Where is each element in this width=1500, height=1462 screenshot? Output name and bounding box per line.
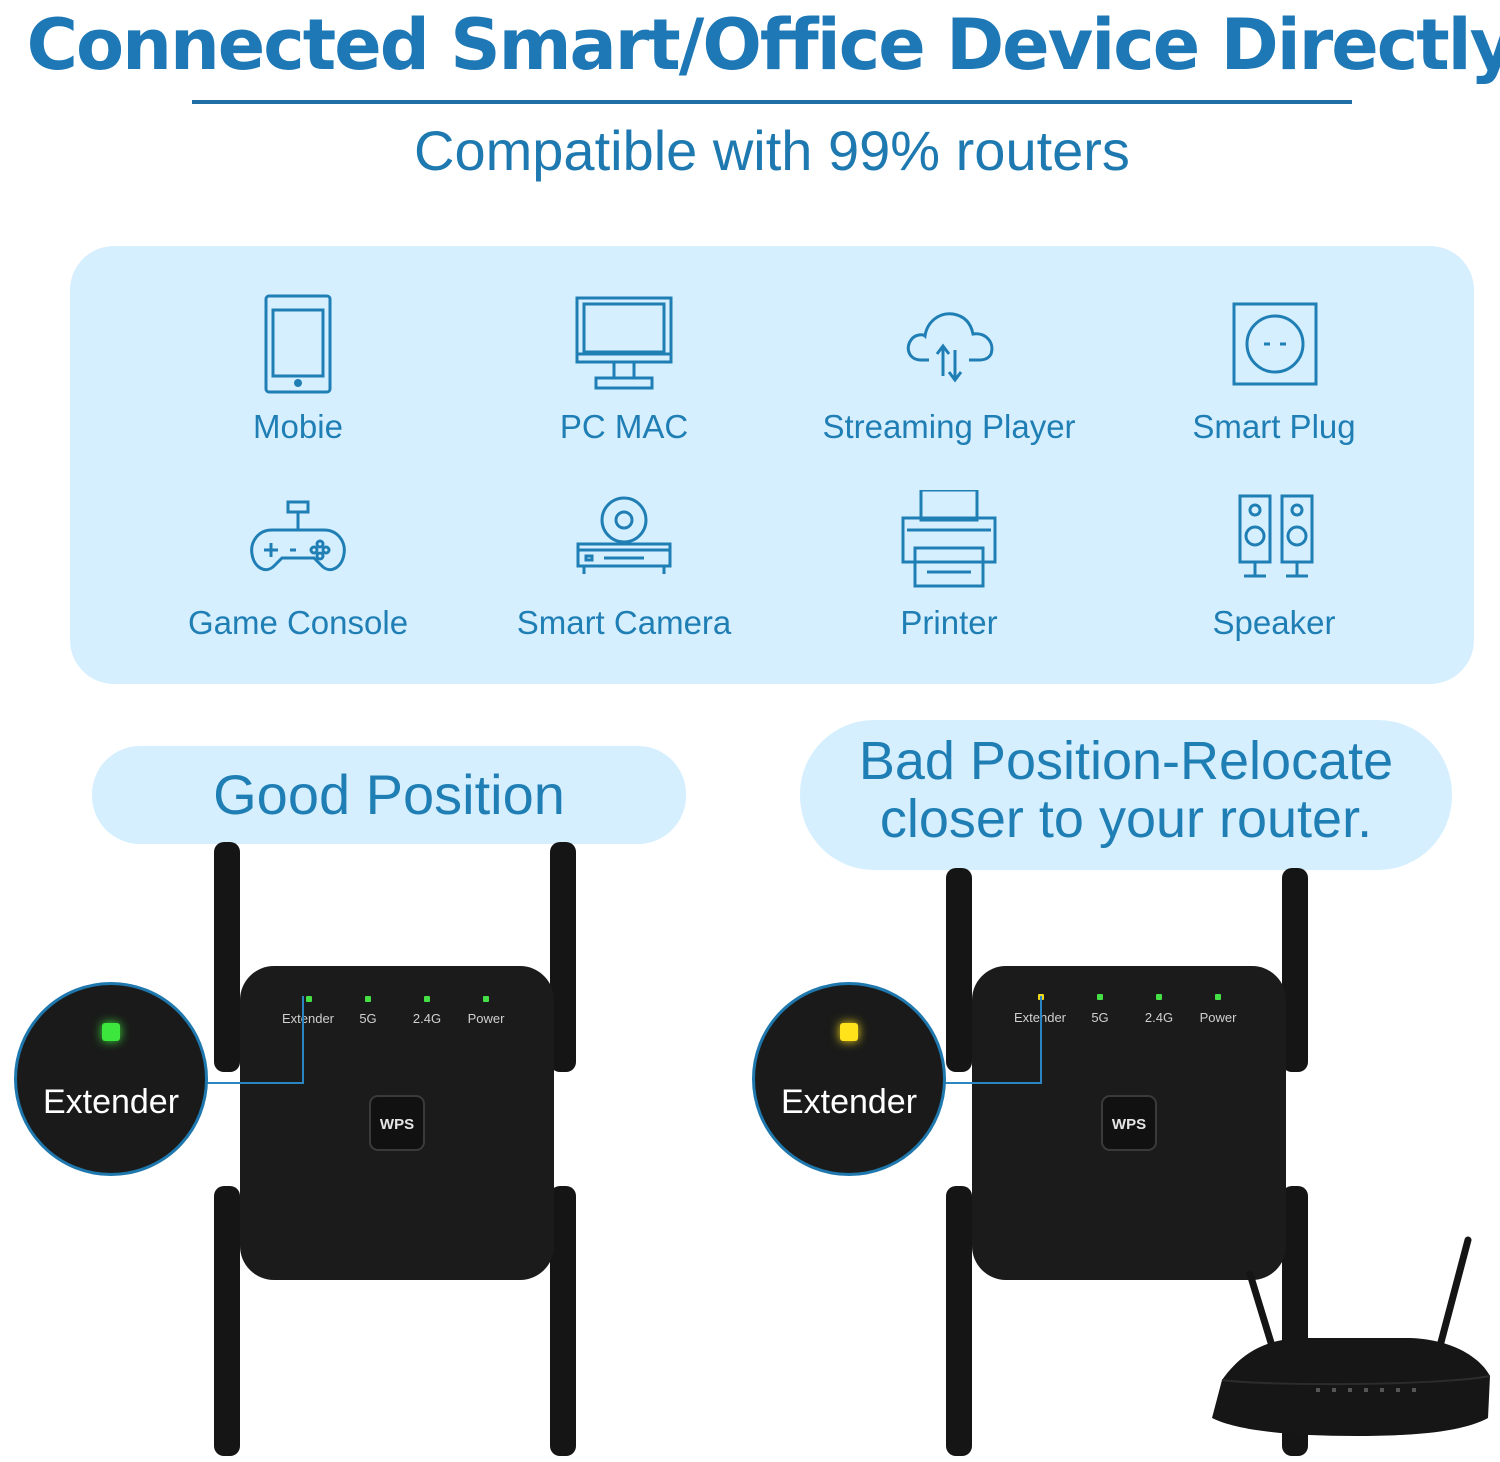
leader-line — [302, 996, 304, 1084]
leader-line — [206, 1082, 304, 1084]
indicator-label: 5G — [359, 1011, 376, 1026]
led-2-4g — [424, 996, 430, 1002]
gamepad-icon — [250, 500, 346, 571]
page-title: Connected Smart/Office Device Directly — [26, 4, 1500, 86]
led-power — [1215, 994, 1221, 1000]
device-label: Smart Plug — [1192, 408, 1356, 445]
bad-position-line2: closer to your router. — [879, 789, 1373, 849]
device-game-console: Game Console — [138, 490, 458, 642]
page-subtitle: Compatible with 99% routers — [414, 119, 1130, 182]
device-label: Printer — [900, 604, 998, 641]
wps-button[interactable] — [1101, 1095, 1157, 1151]
led-indicator — [102, 1023, 120, 1041]
camera-icon — [576, 496, 672, 574]
device-smart-plug: Smart Plug — [1114, 294, 1434, 446]
title-underline — [192, 100, 1352, 104]
router-image — [1212, 1236, 1491, 1436]
tablet-icon — [264, 294, 332, 394]
extender-led-badge-bad: Extender — [752, 982, 946, 1176]
indicator-label: 2.4G — [413, 1011, 441, 1026]
antenna — [946, 868, 972, 1072]
led-indicator — [840, 1023, 858, 1041]
led-power — [483, 996, 489, 1002]
badge-label: Extender — [42, 1083, 180, 1121]
led-5g — [1097, 994, 1103, 1000]
extender-led-badge-good: Extender — [14, 982, 208, 1176]
device-label: Smart Camera — [516, 604, 732, 641]
antenna — [550, 842, 576, 1072]
led-5g — [365, 996, 371, 1002]
device-label: Game Console — [187, 604, 409, 641]
antenna — [946, 1186, 972, 1456]
leader-line — [1040, 996, 1042, 1084]
indicator-label: Power — [468, 1011, 506, 1026]
speaker-icon — [1238, 494, 1314, 578]
socket-icon — [1232, 302, 1318, 386]
device-panel — [70, 246, 1474, 684]
indicator-label: Extender — [282, 1011, 335, 1026]
antenna — [550, 1186, 576, 1456]
extender-device-bad: Extender 5G 2.4G Power WPS — [946, 868, 1308, 1456]
antenna — [1282, 868, 1308, 1072]
wps-label: WPS — [1112, 1116, 1146, 1133]
indicator-label: Power — [1200, 1010, 1238, 1025]
antenna — [214, 1186, 240, 1456]
led-2-4g — [1156, 994, 1162, 1000]
led-extender — [306, 996, 312, 1002]
antenna — [214, 842, 240, 1072]
wps-button[interactable] — [369, 1095, 425, 1151]
indicator-label: 2.4G — [1145, 1010, 1173, 1025]
bad-position-label: Bad Position-Relocate closer to your rou… — [800, 720, 1452, 870]
cloud-icon — [906, 312, 994, 383]
device-streaming: Streaming Player — [789, 294, 1109, 446]
good-position-label: Good Position — [92, 746, 686, 844]
extender-device-good: Extender 5G 2.4G Power WPS — [214, 842, 576, 1456]
monitor-icon — [575, 296, 673, 390]
device-speaker: Speaker — [1114, 490, 1434, 642]
badge-label: Extender — [780, 1083, 918, 1121]
device-label: Speaker — [1212, 604, 1336, 641]
device-label: Streaming Player — [822, 408, 1076, 445]
printer-icon — [901, 490, 997, 588]
device-printer: Printer — [789, 490, 1109, 642]
wps-label: WPS — [380, 1116, 414, 1133]
device-pc: PC MAC — [464, 294, 784, 446]
leader-line — [944, 1082, 1042, 1084]
device-label: PC MAC — [559, 408, 689, 445]
device-label: Mobie — [253, 408, 343, 445]
device-smart-camera: Smart Camera — [464, 490, 784, 642]
bad-position-line1: Bad Position-Relocate — [858, 731, 1394, 791]
device-mobile: Mobie — [138, 294, 458, 446]
indicator-label: 5G — [1091, 1010, 1108, 1025]
